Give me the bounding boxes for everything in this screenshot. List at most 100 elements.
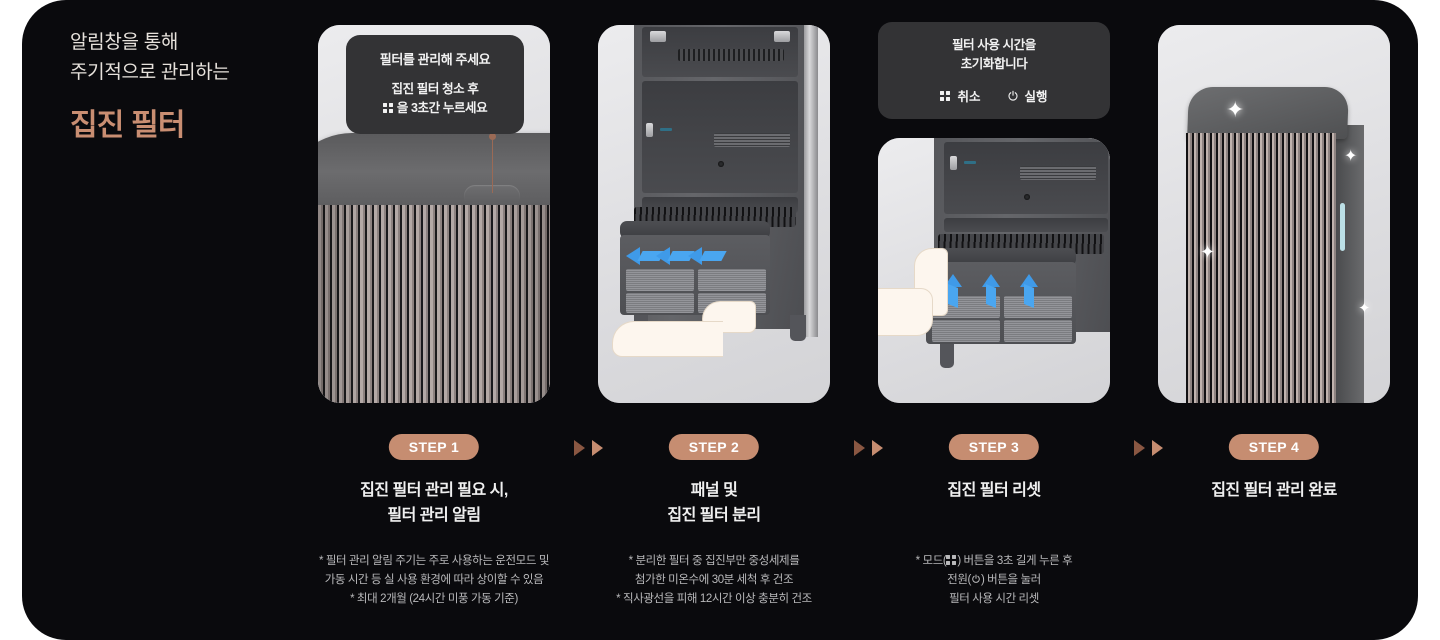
airflow-arrow-1 (626, 247, 640, 265)
screw-knob (1024, 194, 1030, 200)
step-3-note-prefix: * 모드( (915, 555, 947, 567)
sparkle-icon: ✦ (1226, 97, 1245, 122)
mode-icon (940, 90, 951, 101)
step-3-note-line-2: 전원( ) 버튼을 눌러 (863, 571, 1125, 590)
airflow-arrow-3 (1020, 274, 1038, 287)
clip-right (774, 31, 790, 42)
popup-body-line-2-text: 을 3초간 누르세요 (396, 101, 488, 115)
appliance-body-shading (318, 205, 550, 403)
step-2-badge: STEP 2 (668, 434, 760, 460)
forearm-illustration (878, 288, 933, 336)
step-3-caption: 집진 필터 리셋 (869, 478, 1119, 503)
airflow-arrow-2 (656, 247, 670, 265)
led-indicator (1340, 203, 1345, 251)
filter-pad-4 (1004, 320, 1072, 342)
reset-popup-line-2: 초기화합니다 (960, 57, 1028, 71)
filter-pad-2 (698, 269, 766, 291)
filter-alert-popup: 필터를 관리해 주세요 집진 필터 청소 후 을 3초간 누르세요 (346, 35, 524, 134)
step-1-caption: 집진 필터 관리 필요 시, 필터 관리 알림 (309, 478, 559, 528)
power-icon (1008, 90, 1017, 101)
headline-emphasis: 집진 필터 (70, 109, 186, 142)
step-2-caption-line-2: 집진 필터 분리 (667, 507, 761, 524)
step-3-note: * 모드() 버튼을 3초 길게 누른 후 전원() 버튼을 눌러 필터 사용 … (863, 552, 1125, 609)
mode-icon (382, 103, 394, 113)
step-2-note-line-3: * 직사광선을 피해 12시간 이상 충분히 건조 (616, 593, 812, 605)
chevron-right-icon (854, 440, 865, 456)
step-2-caption: 패널 및 집진 필터 분리 (589, 478, 839, 528)
filter-front-lip (620, 221, 770, 239)
step-separator-1 (574, 440, 603, 456)
step-column-4: ✦ ✦ ✦ ✦ STEP 4 집진 필터 관리 완료 (1158, 0, 1390, 640)
appliance-top-panel (1187, 87, 1349, 139)
step-1-image: 필터를 관리해 주세요 집진 필터 청소 후 을 3초간 누르세요 (318, 25, 550, 403)
filter-reset-popup: 필터 사용 시간을 초기화합니다 취소 실행 (878, 22, 1110, 119)
step-3-note-line-2-suffix: ) 버튼을 눌러 (980, 574, 1041, 586)
step-2-note: * 분리한 필터 중 집진부만 중성세제를 첨가한 미온수에 30분 세척 후 … (583, 552, 845, 609)
headline-block: 알림창을 통해 주기적으로 관리하는 집진 필터 (70, 28, 320, 144)
sparkle-icon: ✦ (1358, 300, 1371, 317)
step-column-1: 필터를 관리해 주세요 집진 필터 청소 후 을 3초간 누르세요 STEP 1… (318, 0, 550, 640)
rear-vent (714, 133, 790, 147)
cancel-button[interactable]: 취소 (940, 86, 981, 105)
forearm-illustration (612, 321, 723, 357)
reset-popup-actions: 취소 실행 (888, 86, 1100, 105)
step-1-caption-line-1: 집진 필터 관리 필요 시, (360, 482, 508, 499)
confirm-label: 실행 (1024, 90, 1048, 104)
label-tag (964, 161, 976, 164)
step-3-note-line-2-prefix: 전원( (947, 574, 971, 586)
step-1-note: * 필터 관리 알림 주기는 주로 사용하는 운전모드 및 가동 시간 등 실 … (303, 552, 565, 609)
step-4-image: ✦ ✦ ✦ ✦ (1158, 25, 1390, 403)
step-column-2: STEP 2 패널 및 집진 필터 분리 * 분리한 필터 중 집진부만 중성세… (598, 0, 830, 640)
callout-line (492, 137, 493, 193)
step-3-image (878, 138, 1110, 403)
step-1-caption-line-2: 필터 관리 알림 (387, 507, 481, 524)
step-separator-3 (1134, 440, 1163, 456)
clip-left (650, 31, 666, 42)
popup-title: 필터를 관리해 주세요 (379, 52, 491, 67)
lower-ledge (944, 218, 1108, 232)
steps-container: 필터를 관리해 주세요 집진 필터 청소 후 을 3초간 누르세요 STEP 1… (22, 0, 1418, 640)
confirm-button[interactable]: 실행 (1007, 86, 1048, 105)
step-1-badge: STEP 1 (388, 434, 480, 460)
fan-grille (678, 49, 784, 61)
power-icon (972, 574, 980, 583)
chevron-right-icon (872, 440, 883, 456)
appliance-leg-right (790, 315, 806, 341)
appliance-leg-left (940, 344, 954, 368)
appliance-side-rail (804, 25, 818, 337)
screw-knob (718, 161, 724, 167)
step-2-caption-line-1: 패널 및 (690, 482, 738, 499)
cancel-label: 취소 (957, 90, 981, 104)
step-column-3: 필터 사용 시간을 초기화합니다 취소 실행 (878, 0, 1110, 640)
label-tag (660, 128, 672, 131)
chevron-right-icon (574, 440, 585, 456)
control-panel-area (464, 185, 520, 207)
popup-body-line-2: 을 3초간 누르세요 (356, 99, 514, 118)
filter-front-lip (926, 248, 1076, 266)
appliance-slat-body (318, 205, 550, 403)
step-4-badge: STEP 4 (1228, 434, 1320, 460)
infographic-panel: 알림창을 통해 주기적으로 관리하는 집진 필터 필터를 관리해 주세요 집진 … (22, 0, 1418, 640)
step-1-note-line-1: * 필터 관리 알림 주기는 주로 사용하는 운전모드 및 (318, 555, 550, 567)
latch (950, 156, 957, 170)
step-2-note-line-2: 첨가한 미온수에 30분 세척 후 건조 (634, 574, 794, 586)
filter-pad-3 (932, 320, 1000, 342)
airflow-arrow-3 (688, 247, 702, 265)
sparkle-icon: ✦ (1344, 148, 1358, 165)
step-4-caption: 집진 필터 관리 완료 (1149, 478, 1399, 503)
headline-line-2: 주기적으로 관리하는 (70, 62, 230, 83)
filter-pad-3 (626, 293, 694, 313)
airflow-tail-2 (986, 283, 996, 309)
mode-icon (946, 555, 957, 565)
step-separator-2 (854, 440, 883, 456)
step-3-note-line-1: * 모드() 버튼을 3초 길게 누른 후 (863, 552, 1125, 571)
sparkle-icon: ✦ (1200, 242, 1216, 262)
airflow-tail-3 (1024, 283, 1034, 309)
filter-pad-1 (626, 269, 694, 291)
step-3-badge: STEP 3 (948, 434, 1040, 460)
appliance-slat-body (1186, 133, 1336, 403)
headline-line-1: 알림창을 통해 (70, 32, 179, 53)
chevron-right-icon (1152, 440, 1163, 456)
airflow-arrow-2 (982, 274, 1000, 287)
step-4-caption-line-1: 집진 필터 관리 완료 (1211, 482, 1337, 499)
